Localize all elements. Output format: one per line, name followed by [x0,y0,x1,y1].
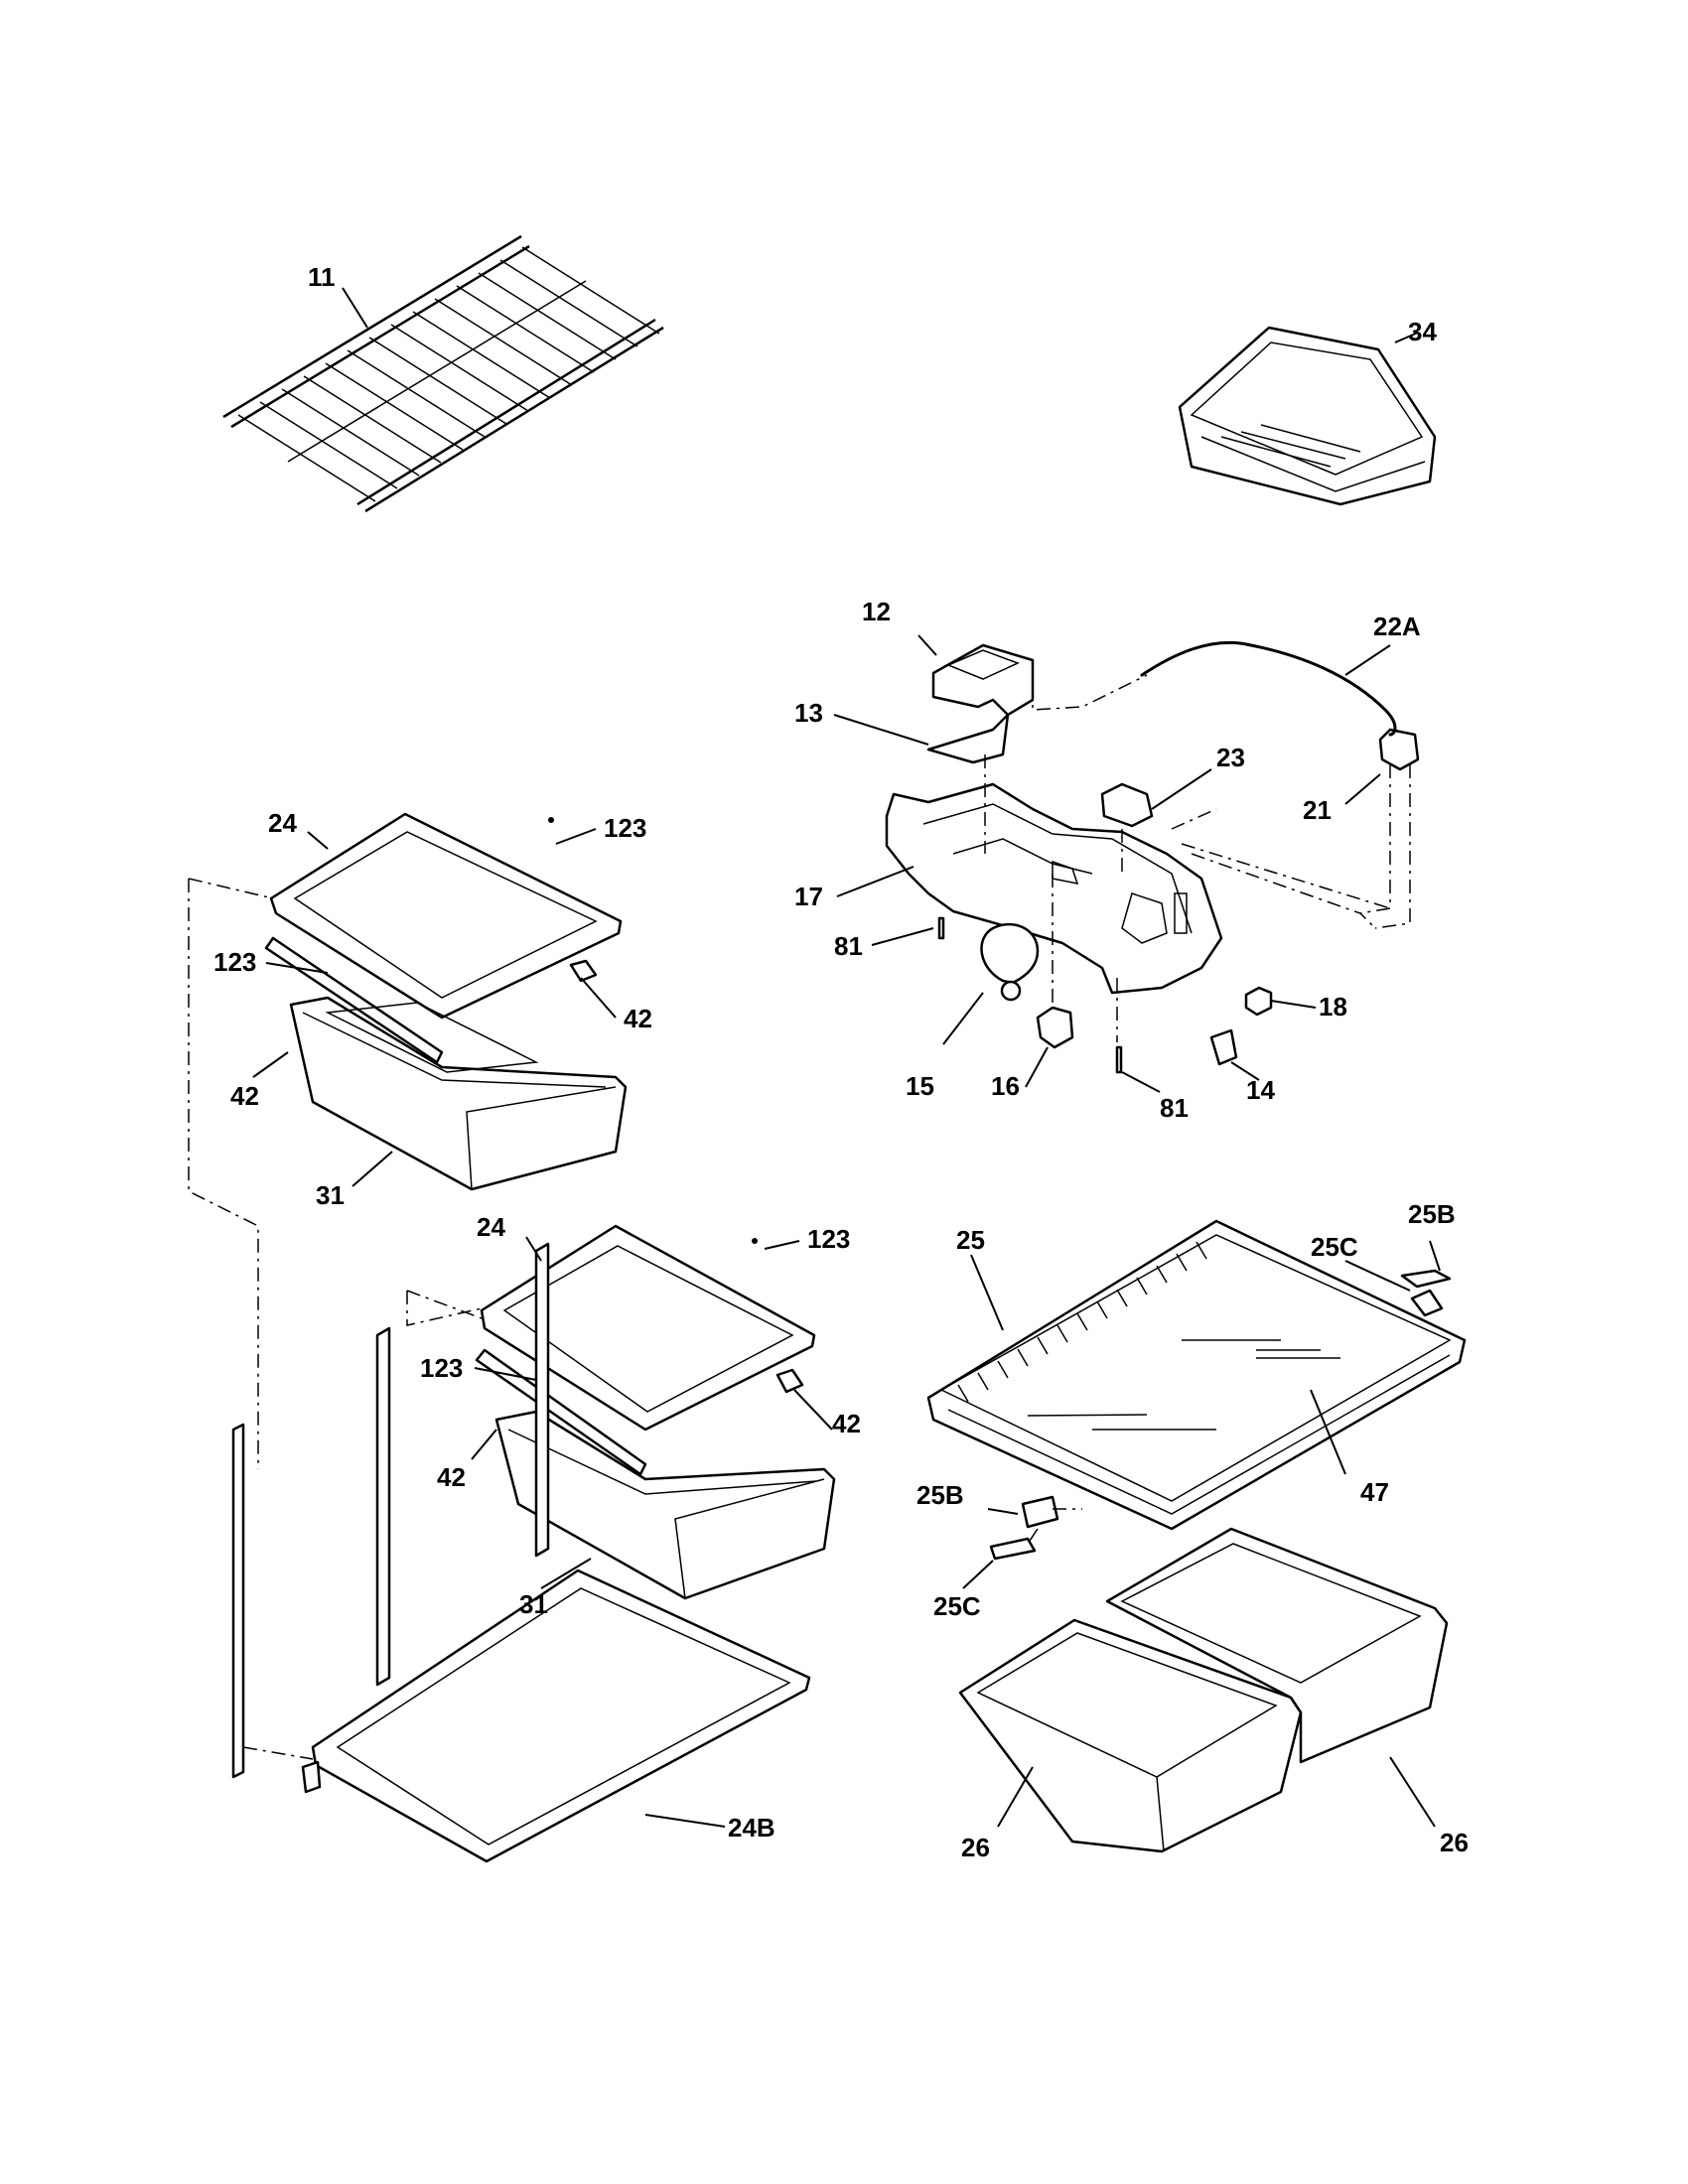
leader-lines [252,287,1441,1828]
part-18-knob [1244,986,1273,1017]
callout-42-lower-left: 42 [437,1462,466,1492]
callout-labels: 11 34 12 22A 13 23 21 17 81 18 15 16 14 … [213,262,1469,1862]
callout-25c-bottom: 25C [933,1591,981,1621]
part-25-crisper-cover-frame [926,1219,1467,1561]
part-47-glass [1027,1339,1340,1431]
callout-21: 21 [1303,795,1332,825]
callout-47: 47 [1360,1477,1389,1507]
callout-42-upper-left: 42 [230,1081,259,1111]
upper-crisper-assembly [264,812,628,1191]
callout-26-right: 26 [1440,1828,1469,1857]
callout-34: 34 [1408,317,1437,346]
part-42-rail-lower [475,1348,647,1476]
callout-25b-top: 25B [1408,1199,1456,1229]
callout-24-lower: 24 [477,1212,505,1242]
control-housing-assembly [885,640,1420,1074]
callout-16: 16 [991,1071,1020,1101]
part-31-crisper-drawer [289,996,628,1191]
part-13-diffuser [926,713,1010,764]
callout-42-upper-right: 42 [624,1004,652,1033]
part-24-crisper-cover [269,812,623,1020]
part-23-thermostat [1100,782,1154,828]
callout-81-upper: 81 [834,931,863,961]
callout-123-lower-left: 123 [420,1353,463,1383]
callout-25c-top: 25C [1311,1232,1358,1262]
part-22a-wire [1140,640,1397,737]
callout-26-left: 26 [961,1833,990,1862]
part-26-crisper-drawers [958,1527,1449,1853]
callout-17: 17 [794,882,823,911]
callout-123-lower: 123 [807,1224,850,1254]
callout-15: 15 [906,1071,934,1101]
part-15-light-bulb [980,922,1040,985]
part-34-door-bin [1178,326,1437,506]
callout-123-upper-left: 123 [213,947,256,977]
part-81-screw-lower [1115,1045,1123,1074]
part-21-light-switch [1378,728,1420,771]
part-26-drawer-right [1105,1527,1449,1764]
part-81-screw-upper [937,916,945,940]
callout-42-lower-right: 42 [832,1409,861,1438]
part-17-control-housing [885,782,1223,995]
shelf-support-rails [188,878,550,1779]
callout-13: 13 [794,698,823,728]
part-14-switch [1209,1028,1238,1066]
part-24b-glass-shelf [301,1569,811,1863]
callout-81-lower: 81 [1160,1093,1189,1123]
callout-24b: 24B [728,1813,775,1843]
part-24-crisper-cover-lower [480,1224,816,1432]
part-26-drawer-left [958,1618,1303,1853]
part-12-cover [931,643,1035,717]
callout-24-upper: 24 [268,808,297,838]
part-31-crisper-drawer-lower [494,1410,836,1600]
callout-11: 11 [308,262,336,292]
callout-12: 12 [862,597,891,626]
callout-22a: 22A [1373,612,1421,641]
lower-crisper-assembly [475,1224,836,1600]
callout-25b-bottom: 25B [916,1480,964,1510]
callout-14: 14 [1246,1075,1275,1105]
callout-31-lower: 31 [519,1589,548,1619]
callout-23: 23 [1216,743,1245,772]
callout-18: 18 [1319,992,1347,1022]
part-11-wire-shelf [222,234,664,513]
part-16-socket [1036,1006,1074,1049]
callout-123-upper: 123 [604,813,646,843]
callout-25: 25 [956,1225,985,1255]
callout-31-upper: 31 [316,1180,345,1210]
